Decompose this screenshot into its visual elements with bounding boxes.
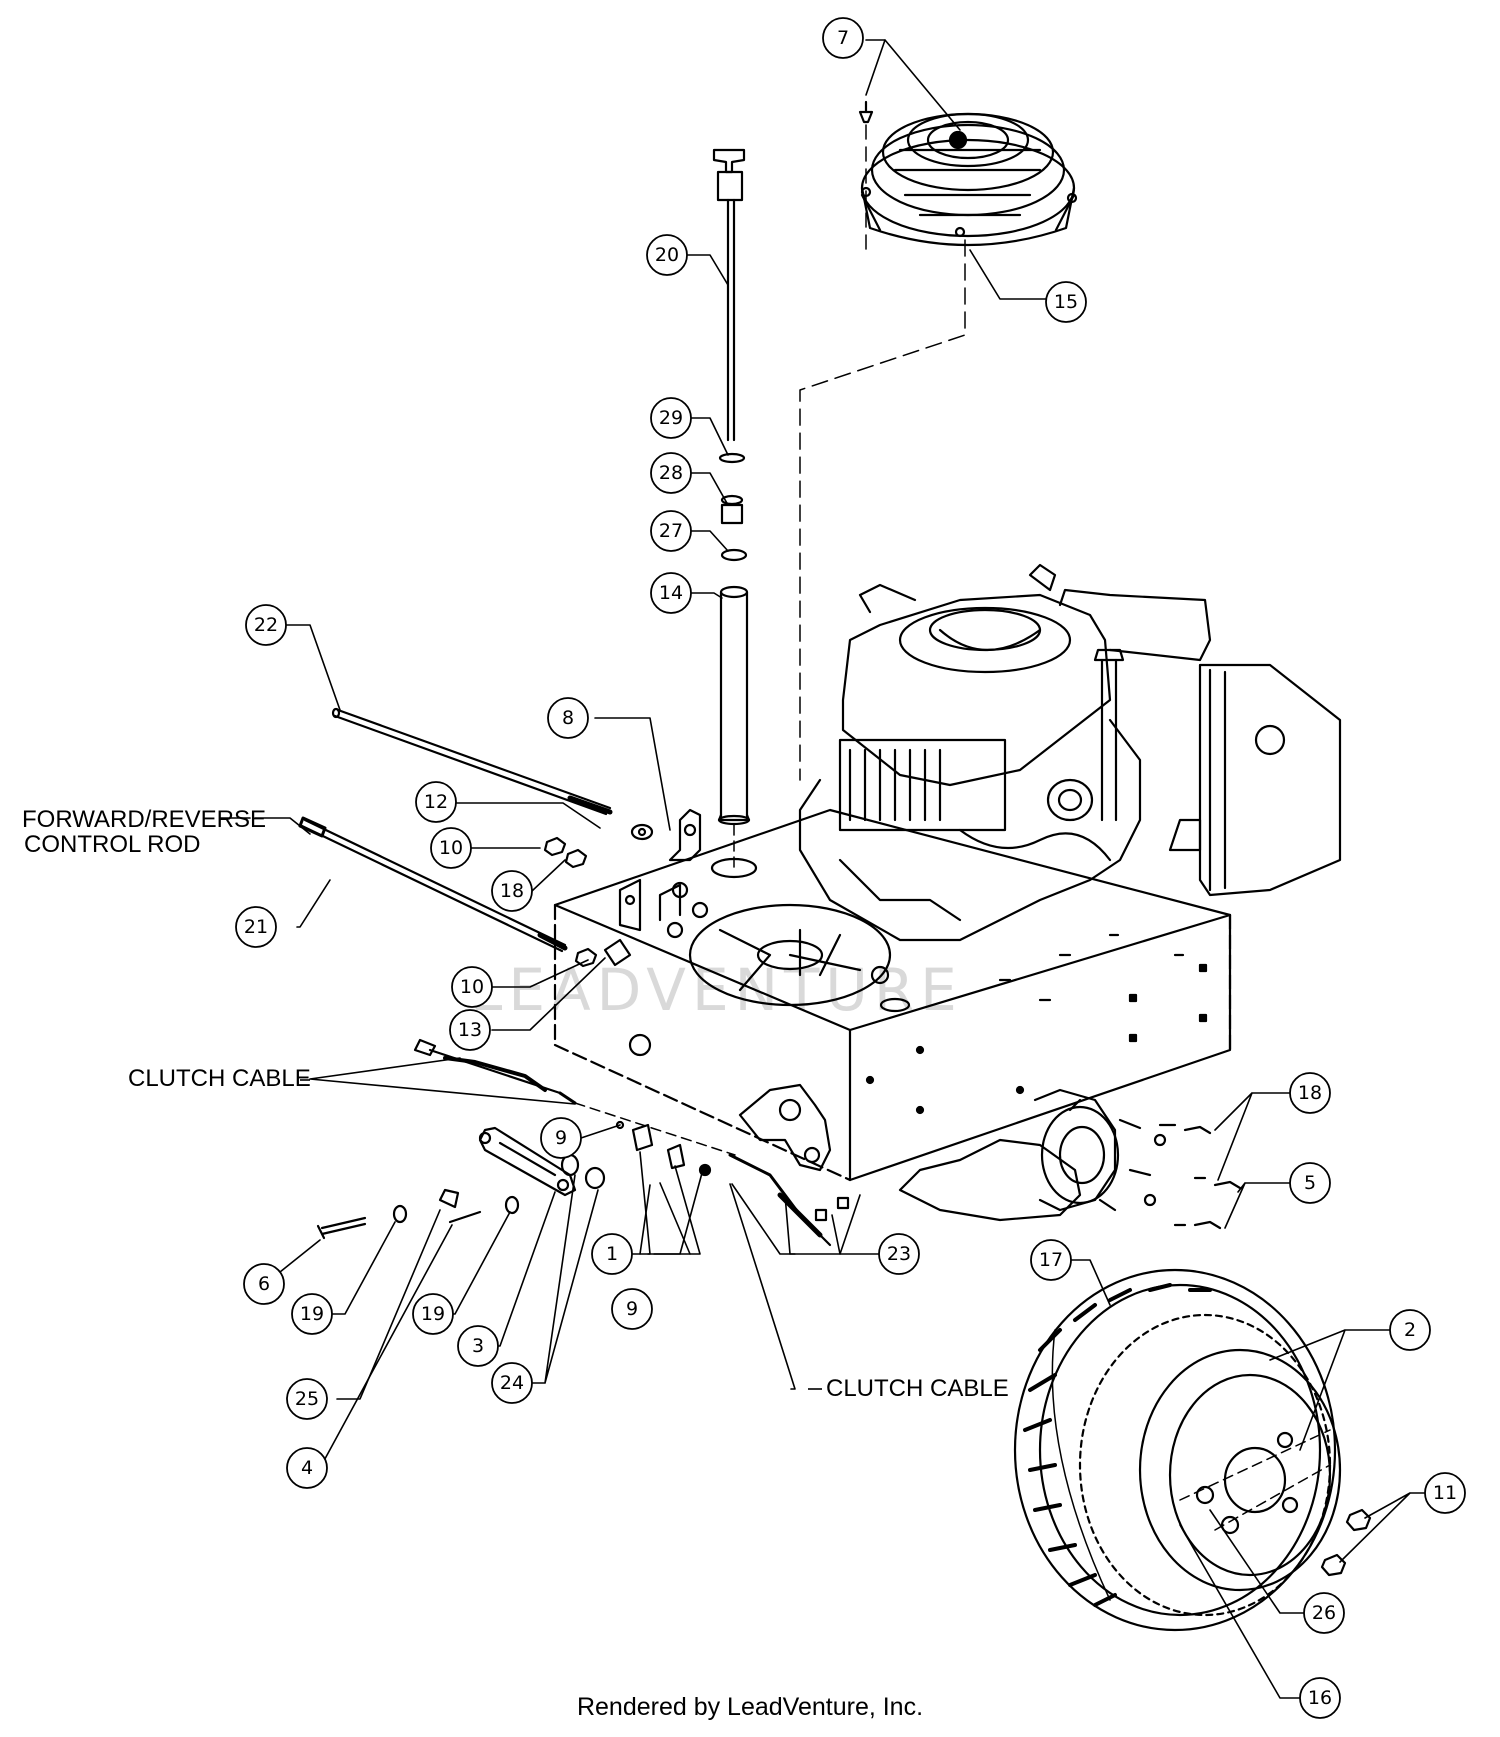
leader-lines: [244, 39, 1433, 1699]
tire-and-rim: [1013, 1268, 1342, 1632]
callout-20: 20: [655, 244, 679, 266]
callout-17: 17: [1039, 1249, 1063, 1271]
engine: [798, 563, 1342, 942]
o-ring: [718, 452, 746, 464]
lug-nut-11b: [1320, 1553, 1347, 1577]
nut-9a: [615, 1120, 625, 1130]
dipstick: [712, 148, 746, 442]
callout-9a: 9: [555, 1127, 567, 1149]
callout-11: 11: [1433, 1482, 1457, 1504]
forward-reverse-control-rod: [298, 816, 568, 953]
callout-4: 4: [301, 1457, 313, 1479]
callout-21: 21: [244, 916, 268, 938]
block-1a: [631, 1123, 654, 1152]
callout-22: 22: [254, 614, 278, 636]
callout-6: 6: [258, 1273, 270, 1295]
callout-25: 25: [295, 1388, 319, 1410]
screen-bolt: [858, 100, 874, 124]
transmission: [898, 1088, 1167, 1222]
callout-7: 7: [837, 27, 849, 49]
control-bracket: [630, 808, 702, 862]
callout-26: 26: [1312, 1602, 1336, 1624]
callouts: [235, 17, 1466, 1719]
frame-box: [553, 808, 1232, 1182]
callout-1: 1: [606, 1243, 618, 1265]
callout-8: 8: [562, 707, 574, 729]
callout-19b: 19: [421, 1303, 445, 1325]
callout-5: 5: [1304, 1172, 1316, 1194]
washer-19b: [504, 1195, 520, 1215]
callout-18b: 18: [1298, 1082, 1322, 1104]
callout-9b: 9: [626, 1298, 638, 1320]
blower-screen: [860, 112, 1078, 247]
callout-10b: 10: [460, 976, 484, 998]
callout-3: 3: [472, 1335, 484, 1357]
callout-29: 29: [659, 407, 683, 429]
washer-18: [564, 848, 588, 869]
callout-14: 14: [659, 582, 683, 604]
screw-4: [448, 1210, 482, 1224]
dipstick-tube: [717, 585, 751, 826]
lug-washers: [1158, 1123, 1207, 1227]
callout-27: 27: [659, 520, 683, 542]
label-forward-reverse: FORWARD/REVERSE: [22, 806, 266, 833]
pivot-13: [603, 938, 632, 967]
washer-19a: [392, 1204, 408, 1224]
nut-10b: [574, 947, 598, 968]
callout-24: 24: [500, 1372, 524, 1394]
block-1b: [666, 1143, 686, 1170]
bushing-25: [438, 1188, 460, 1209]
callout-12: 12: [424, 791, 448, 813]
linkage-plate: [478, 1126, 577, 1197]
label-control-rod: CONTROL ROD: [24, 831, 200, 858]
label-clutch-cable-lower: CLUTCH CABLE: [826, 1375, 1009, 1402]
callout-23: 23: [887, 1243, 911, 1265]
lug-nut-11a: [1345, 1508, 1372, 1532]
idler-bracket: [738, 1083, 832, 1172]
bolt-6: [316, 1216, 367, 1240]
nut-23b: [836, 1196, 850, 1210]
nut-23a: [814, 1208, 828, 1222]
nut-10a: [543, 836, 567, 857]
clutch-cable: [413, 1038, 832, 1247]
label-clutch-cable-upper: CLUTCH CABLE: [128, 1065, 311, 1092]
callout-13: 13: [458, 1019, 482, 1041]
render-caption: Rendered by LeadVenture, Inc.: [576, 1693, 924, 1721]
dipstick-fitting: [720, 503, 744, 525]
spacer-24b: [584, 1166, 606, 1190]
callout-16: 16: [1308, 1687, 1332, 1709]
lug-bolts: [1183, 1125, 1242, 1230]
callout-19a: 19: [300, 1303, 324, 1325]
dipstick-seal: [720, 548, 748, 562]
callout-18a: 18: [500, 880, 524, 902]
callout-10a: 10: [439, 837, 463, 859]
callout-28: 28: [659, 462, 683, 484]
callout-15: 15: [1054, 291, 1078, 313]
callout-2: 2: [1404, 1319, 1416, 1341]
rod-22: [331, 707, 613, 816]
